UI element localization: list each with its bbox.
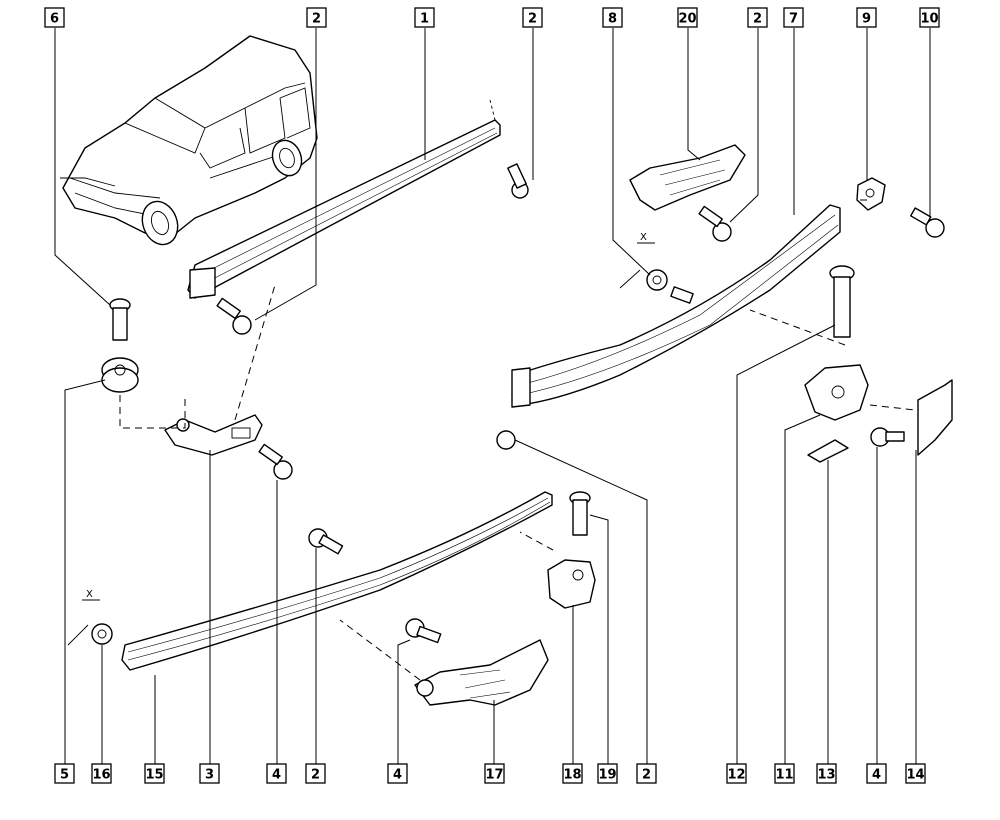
label-2: 2: [747, 7, 768, 28]
svg-text:4: 4: [393, 768, 402, 783]
svg-text:15: 15: [145, 768, 163, 783]
upper-bracket: [164, 414, 263, 456]
label-10: 10: [919, 7, 940, 28]
centre-rail: [511, 204, 841, 408]
label-4: 4: [387, 763, 408, 784]
dimension-marker-upper: X: [619, 232, 655, 289]
rail-bracket: [629, 144, 746, 211]
label-8: 8: [602, 7, 623, 28]
label-4: 4: [866, 763, 887, 784]
dimension-label: X: [640, 232, 647, 243]
end-stop: [856, 177, 886, 211]
svg-text:14: 14: [906, 768, 924, 783]
svg-text:19: 19: [598, 768, 616, 783]
svg-text:13: 13: [817, 768, 835, 783]
dimension-label: X: [86, 589, 93, 600]
label-13: 13: [816, 763, 837, 784]
svg-text:20: 20: [678, 12, 696, 27]
dimension-marker-lower: X: [67, 589, 100, 646]
svg-text:6: 6: [50, 12, 59, 27]
bolt-10: [910, 207, 945, 238]
svg-text:2: 2: [311, 768, 320, 783]
svg-text:2: 2: [528, 12, 537, 27]
bottom-labels: 5 16 15 3 4 2 4 17 18 19 2 12 11 13 4 14: [54, 763, 926, 784]
svg-text:17: 17: [485, 768, 503, 783]
label-16: 16: [91, 763, 112, 784]
lower-rail: [121, 491, 553, 671]
clip: [807, 439, 849, 463]
top-labels: 6 2 1 2 8 20 2 7 9 10: [44, 7, 940, 28]
leader-lines: [54, 28, 931, 765]
assembly-lines: [119, 199, 916, 681]
buffer-stop-8: [646, 269, 694, 304]
svg-text:18: 18: [563, 768, 581, 783]
buffer-stop-16: [91, 623, 113, 645]
lower-carriage: [547, 559, 596, 609]
svg-text:3: 3: [205, 768, 214, 783]
bolt-4-right: [870, 427, 905, 447]
label-7: 7: [783, 7, 804, 28]
roller-pin: [109, 298, 131, 341]
lower-arm: [414, 639, 549, 706]
svg-text:9: 9: [862, 12, 871, 27]
svg-text:12: 12: [727, 768, 745, 783]
lower-roller-pin: [569, 491, 591, 536]
fasteners: [91, 163, 945, 645]
vehicle-illustration: [60, 35, 318, 246]
label-2: 2: [306, 7, 327, 28]
svg-text:2: 2: [753, 12, 762, 27]
label-6: 6: [44, 7, 65, 28]
bolt-4-lower: [405, 618, 442, 644]
label-17: 17: [484, 763, 505, 784]
screw-2-bracket: [698, 205, 732, 242]
carriage-bracket: [917, 379, 953, 456]
label-9: 9: [856, 7, 877, 28]
centre-carriage: [804, 364, 869, 421]
svg-text:5: 5: [60, 768, 69, 783]
label-5: 5: [54, 763, 75, 784]
screw-2-upper: [507, 163, 529, 199]
svg-text:1: 1: [420, 12, 429, 27]
upper-rail: [187, 99, 501, 299]
label-2: 2: [636, 763, 657, 784]
svg-text:11: 11: [775, 768, 793, 783]
label-12: 12: [726, 763, 747, 784]
svg-text:16: 16: [92, 768, 110, 783]
label-15: 15: [144, 763, 165, 784]
label-14: 14: [905, 763, 926, 784]
svg-text:8: 8: [608, 12, 617, 27]
label-1: 1: [414, 7, 435, 28]
svg-text:2: 2: [312, 12, 321, 27]
svg-text:2: 2: [642, 768, 651, 783]
label-3: 3: [199, 763, 220, 784]
guide-roller: [101, 357, 139, 393]
label-4: 4: [266, 763, 287, 784]
label-2: 2: [522, 7, 543, 28]
svg-text:10: 10: [920, 12, 938, 27]
screw-2-left: [216, 297, 252, 335]
bolt-4-upper: [258, 443, 293, 480]
screw-2-lower: [308, 528, 344, 555]
svg-text:4: 4: [872, 768, 881, 783]
label-11: 11: [774, 763, 795, 784]
svg-text:7: 7: [789, 12, 798, 27]
label-2: 2: [305, 763, 326, 784]
label-20: 20: [677, 7, 698, 28]
svg-text:4: 4: [272, 768, 281, 783]
screw-2-centre: [496, 430, 516, 450]
label-19: 19: [597, 763, 618, 784]
label-18: 18: [562, 763, 583, 784]
carriage-pin: [829, 265, 855, 338]
